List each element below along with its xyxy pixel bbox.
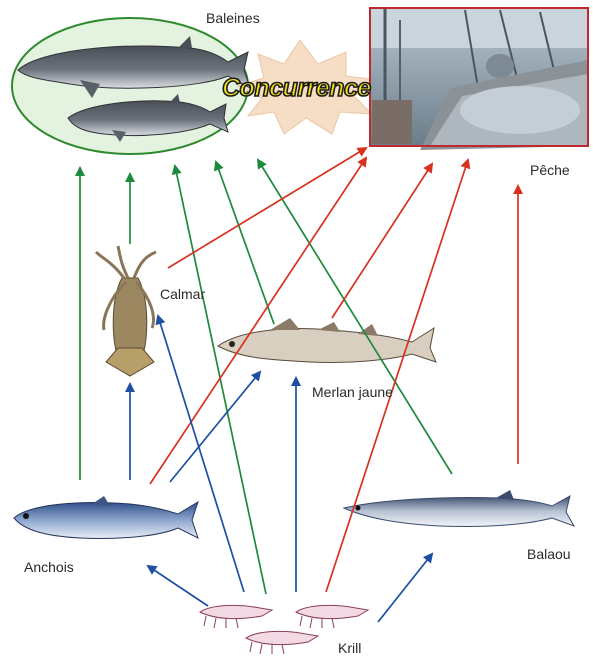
label-whales: Baleines	[206, 10, 260, 26]
fishing-boat-photo	[370, 8, 588, 150]
anchovy-fish-icon	[14, 496, 198, 539]
arrow-krill-to-squid	[158, 316, 244, 592]
arrow-anchovy-to-fishing	[150, 158, 366, 484]
saury-fish-icon	[344, 490, 574, 527]
arrow-krill-to-anchovy	[148, 566, 208, 606]
arrow-anchovy-to-pollock	[170, 372, 260, 482]
squid-icon	[96, 246, 156, 376]
label-squid: Calmar	[160, 286, 205, 302]
arrow-saury-to-whales	[258, 160, 452, 474]
label-anchovy: Anchois	[24, 559, 74, 575]
label-competition: Concurrence	[222, 74, 371, 103]
label-krill: Krill	[338, 640, 361, 656]
arrow-krill-to-fishing	[326, 160, 468, 592]
arrow-krill-to-saury	[378, 554, 432, 622]
label-fishing: Pêche	[530, 162, 570, 178]
arrow-pollock-to-whales	[216, 162, 274, 324]
arrow-squid-to-fishing	[168, 148, 366, 268]
label-pollock: Merlan jaune	[312, 384, 393, 400]
label-saury: Balaou	[527, 546, 571, 562]
